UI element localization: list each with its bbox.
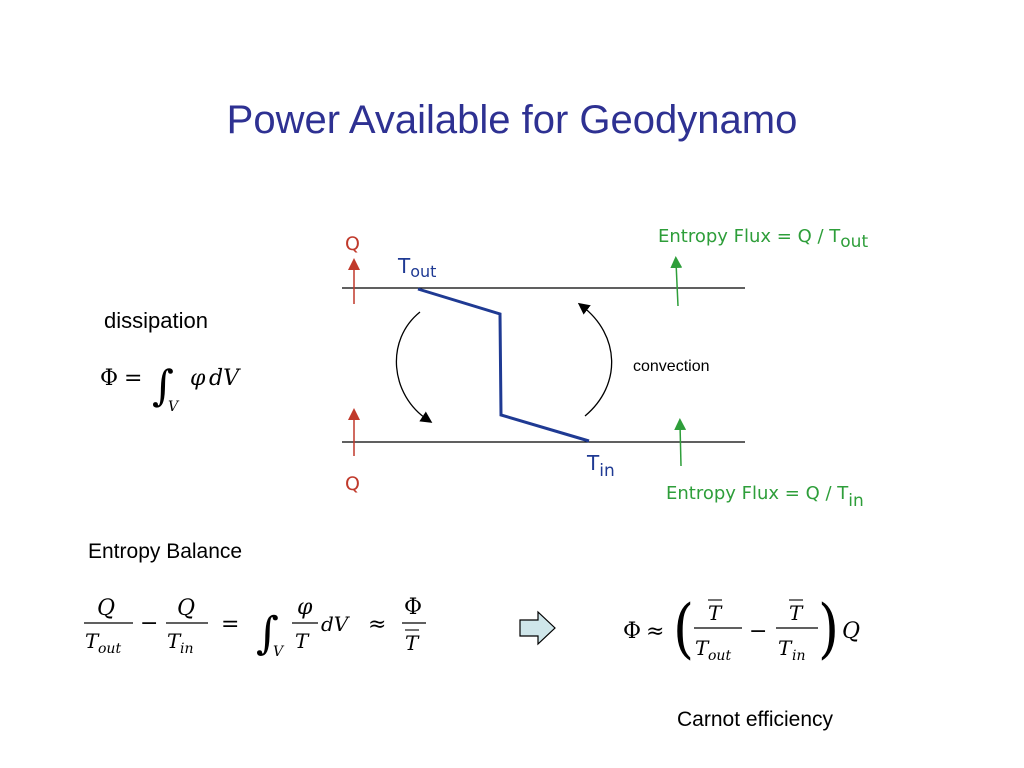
entropy-flux-top-label: Entropy Flux = Q / Tout: [658, 226, 868, 252]
svg-text:≈: ≈: [646, 619, 664, 644]
svg-text:out: out: [708, 648, 731, 664]
entropy-flux-bottom-label: Entropy Flux = Q / Tin: [666, 483, 864, 511]
right-arrow-icon: [519, 610, 556, 646]
t-in-sub: in: [599, 461, 615, 481]
svg-text:∫: ∫: [256, 608, 279, 659]
t-out-sub: out: [410, 262, 436, 281]
heat-label-top: Q: [345, 233, 360, 255]
svg-text:−: −: [140, 611, 158, 636]
entropy-flux-out-arrow: [670, 256, 683, 307]
convection-arrow-right: [577, 302, 613, 417]
entropy-flux-in-arrow: [674, 418, 687, 467]
t-in-base: T: [586, 451, 600, 475]
svg-text:Q: Q: [97, 596, 115, 621]
svg-text:T: T: [405, 631, 420, 655]
svg-text:T: T: [789, 601, 804, 625]
svg-text:out: out: [98, 641, 121, 657]
svg-text:dV: dV: [209, 366, 241, 391]
svg-text:T: T: [708, 601, 723, 625]
svg-text:T: T: [85, 629, 100, 653]
entropy-flux-bottom-base: Entropy Flux = Q / T: [666, 483, 849, 504]
svg-text:=: =: [124, 366, 142, 391]
carnot-efficiency-label: Carnot efficiency: [677, 708, 834, 731]
temperature-profile-line: [417, 287, 590, 443]
t-in-label: Tin: [586, 451, 615, 481]
svg-text:φ: φ: [297, 595, 313, 620]
svg-text:Q: Q: [177, 596, 195, 621]
svg-text:−: −: [749, 619, 767, 644]
svg-text:Φ: Φ: [404, 595, 422, 620]
svg-text:dV: dV: [321, 612, 351, 636]
slide-title: Power Available for Geodynamo: [226, 98, 798, 142]
entropy-flux-bottom-sub: in: [848, 491, 864, 511]
entropy-balance-label: Entropy Balance: [88, 540, 243, 563]
svg-text:T: T: [167, 629, 182, 653]
svg-text:≈: ≈: [368, 612, 386, 637]
dissipation-label: dissipation: [104, 308, 208, 333]
svg-text:in: in: [792, 648, 806, 664]
svg-text:V: V: [273, 644, 285, 660]
dissipation-equation: Φ = ∫ V φ dV: [100, 361, 241, 415]
entropy-balance-equation: Q T out − Q T in = ∫ V φ T dV ≈ Φ T: [84, 595, 426, 660]
t-out-base: T: [397, 254, 411, 278]
convection-arrow-left: [395, 311, 433, 423]
heat-label-bottom: Q: [345, 473, 360, 495]
t-out-label: Tout: [397, 254, 436, 281]
carnot-equation: Φ ≈ ( T T out − T T in ) Q: [623, 592, 860, 667]
convection-label: convection: [633, 358, 710, 375]
svg-text:∫: ∫: [152, 361, 174, 410]
svg-text:Φ: Φ: [100, 366, 118, 391]
svg-text:=: =: [221, 612, 239, 637]
svg-text:T: T: [778, 636, 793, 660]
svg-text:T: T: [295, 629, 310, 653]
svg-text:in: in: [180, 641, 194, 657]
svg-text:φ: φ: [190, 366, 206, 391]
svg-text:V: V: [168, 399, 180, 415]
entropy-flux-top-sub: out: [840, 232, 868, 252]
svg-text:(: (: [673, 592, 694, 667]
svg-text:Φ: Φ: [623, 619, 641, 644]
svg-text:): ): [818, 592, 839, 667]
svg-text:Q: Q: [842, 619, 860, 644]
svg-text:T: T: [695, 636, 710, 660]
entropy-flux-top-base: Entropy Flux = Q / T: [658, 226, 841, 247]
